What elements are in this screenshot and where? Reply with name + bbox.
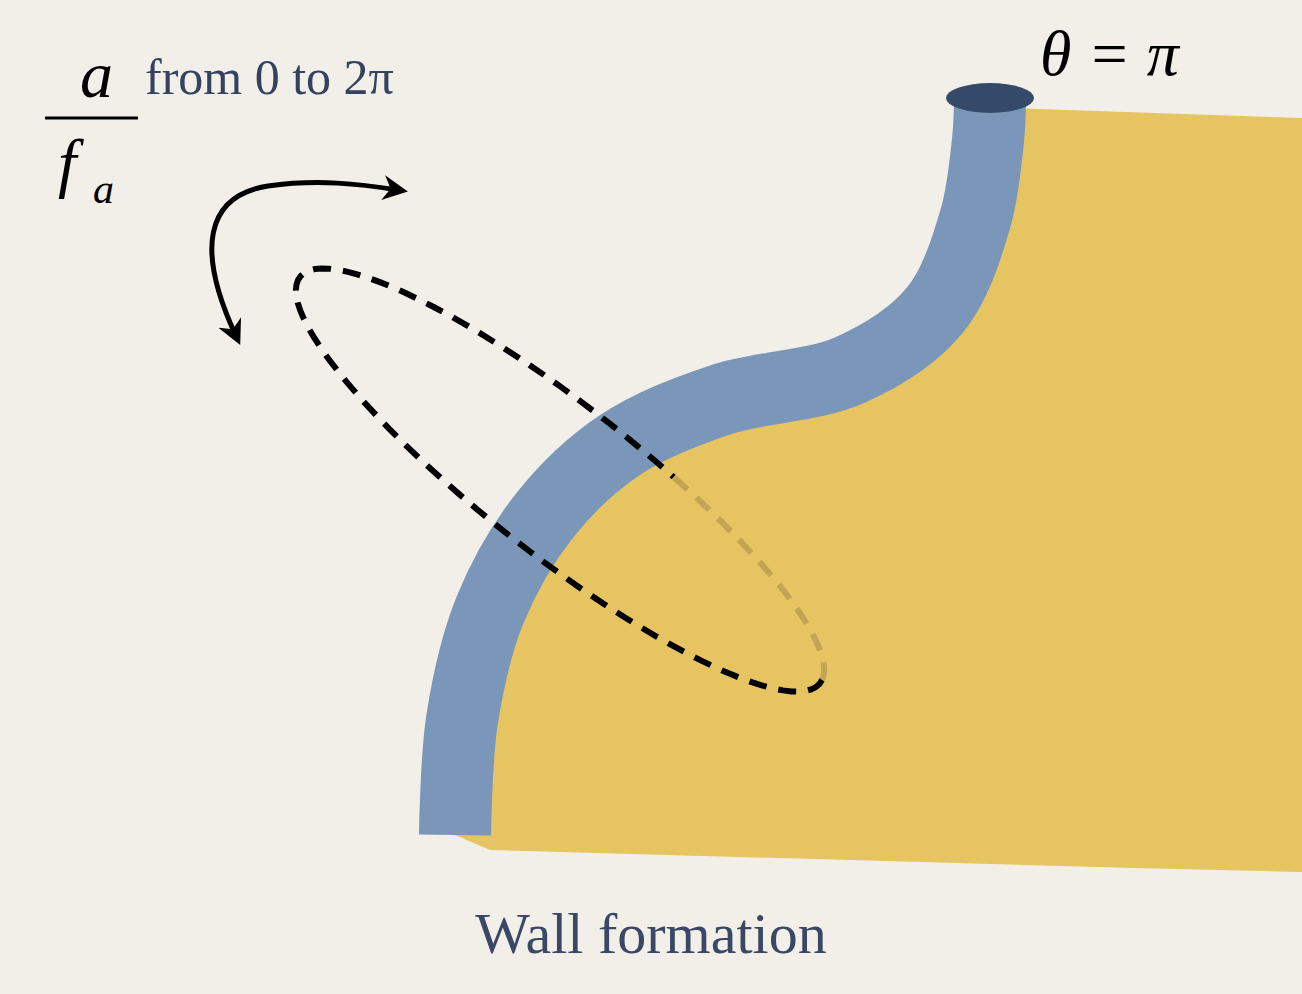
decay-constant: f bbox=[58, 130, 76, 196]
theta-value: θ = π bbox=[1040, 22, 1179, 86]
range-note: from 0 to 2π bbox=[145, 52, 394, 102]
domain-wall bbox=[455, 100, 1302, 872]
fraction-bar bbox=[45, 117, 138, 120]
hidden-loop bbox=[674, 477, 824, 680]
loop-front bbox=[296, 268, 822, 691]
axion-string bbox=[455, 100, 990, 835]
caption: Wall formation bbox=[0, 905, 1302, 963]
subscript: a bbox=[93, 168, 114, 210]
axion-field: a bbox=[80, 42, 113, 108]
string-cap bbox=[946, 83, 1034, 113]
rotation-arrow bbox=[212, 183, 398, 336]
